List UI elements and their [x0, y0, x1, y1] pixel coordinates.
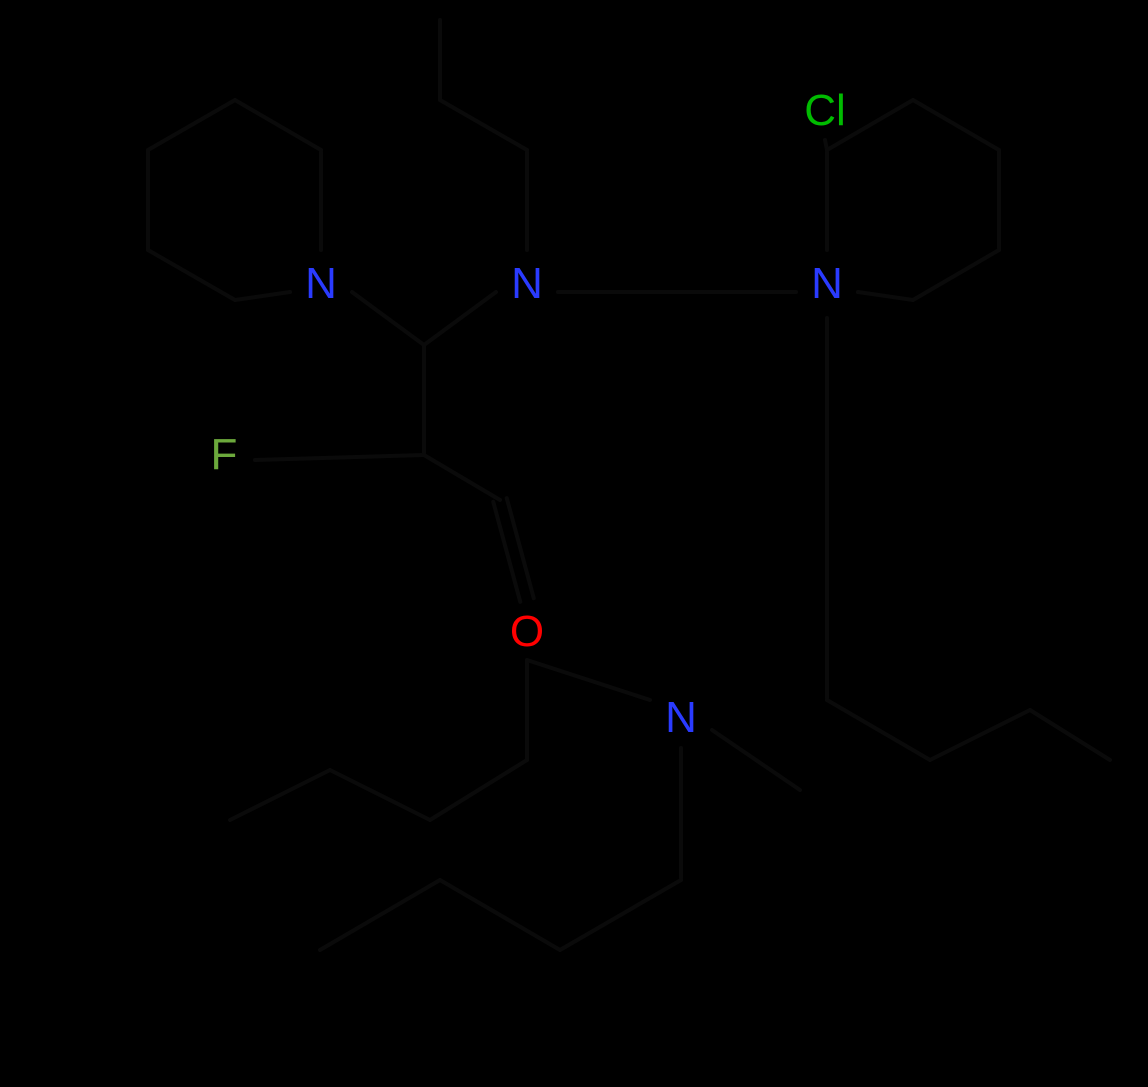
atom-label-n-n4: N: [665, 693, 697, 742]
bond-b16: [825, 98, 915, 152]
bond-b2: [233, 98, 323, 152]
bond-b6: [233, 290, 292, 302]
bond-b29: [525, 658, 652, 702]
atom-label-n-n3: N: [811, 259, 843, 308]
bond-b3: [146, 98, 237, 152]
bond-b39: [928, 708, 1032, 762]
atom-label-cl-cl1: Cl: [804, 86, 846, 135]
atom-label-n-n2: N: [511, 259, 543, 308]
atom-label-f-f1: F: [210, 430, 238, 479]
bond-b20: [856, 290, 915, 302]
atom-label-o-o1: O: [509, 607, 545, 656]
bond-b36: [328, 768, 432, 822]
bond-b10: [438, 98, 529, 152]
bond-b37: [228, 768, 332, 822]
bond-b5: [146, 248, 237, 302]
bond-b40: [1028, 708, 1112, 762]
bond-b17: [911, 98, 1001, 152]
bond-b25: [253, 453, 426, 462]
bond-b33: [438, 878, 562, 952]
bond-b34: [318, 878, 442, 952]
bond-b35: [428, 758, 529, 822]
bond-b32: [558, 878, 683, 952]
bond-b26: [422, 453, 502, 502]
bond-b7: [350, 290, 426, 347]
bond-b19: [911, 248, 1001, 302]
bond-b27-b: [504, 496, 536, 601]
atom-label-n-n1: N: [305, 259, 337, 308]
bond-b27-a: [491, 499, 523, 604]
bond-b38: [825, 698, 932, 762]
bond-b8: [422, 290, 498, 347]
bond-b30: [710, 728, 802, 792]
